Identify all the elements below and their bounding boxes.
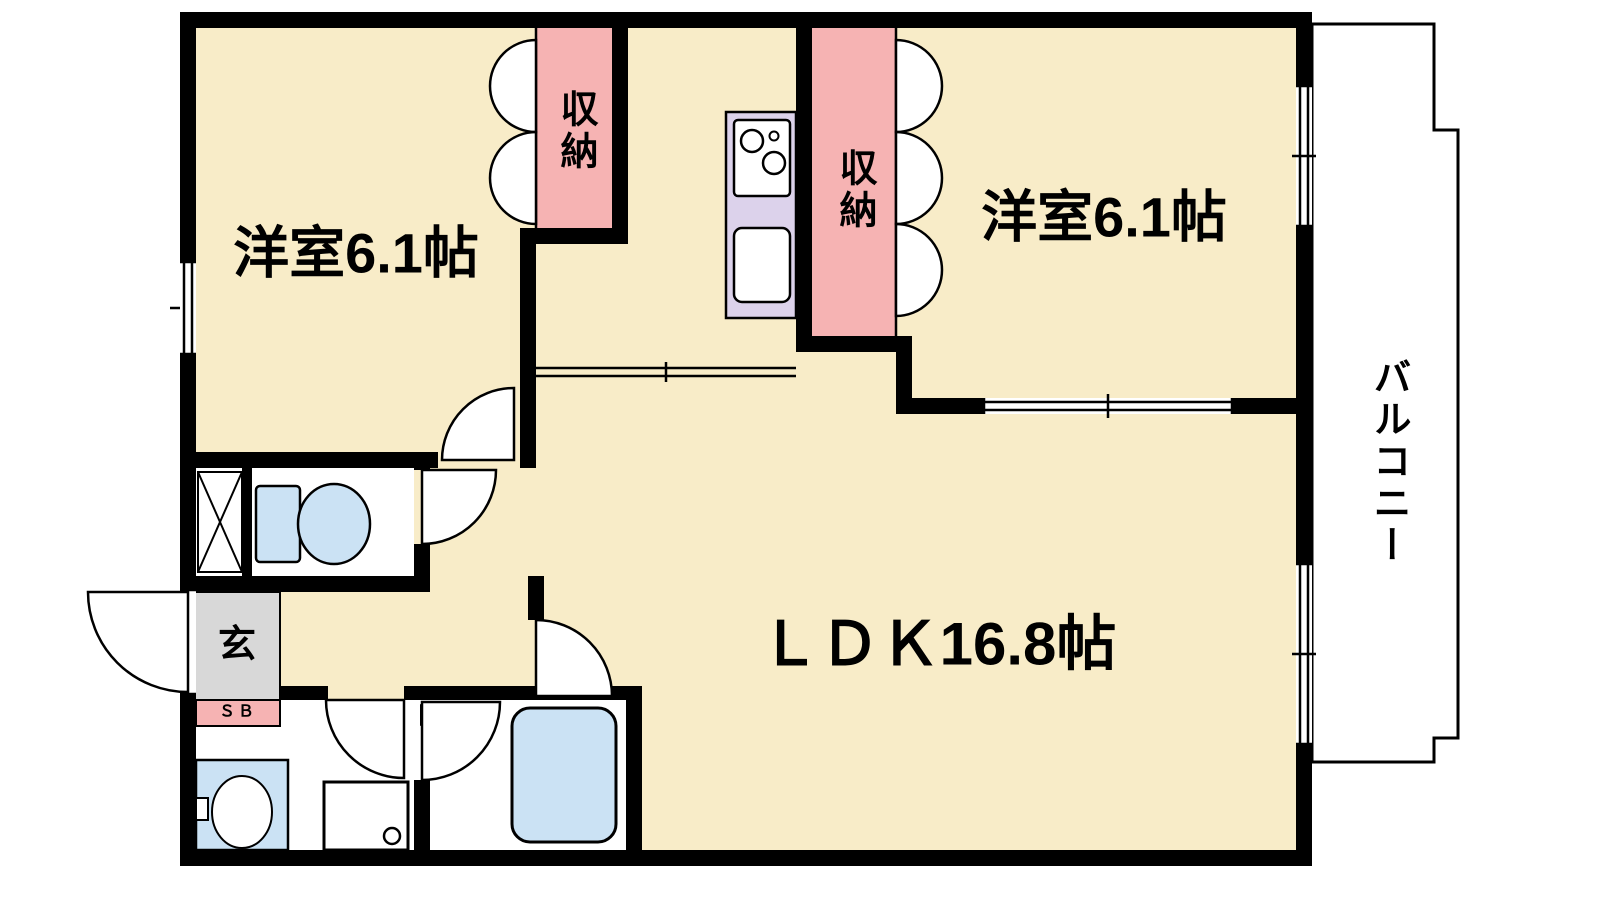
- genkan-step-line: [196, 591, 281, 700]
- wall-bath-right: [626, 686, 642, 866]
- closet-right-floor: [812, 28, 896, 336]
- closet-right-door-2: [894, 130, 944, 226]
- ldk-kitchen-boundary: [536, 362, 796, 382]
- toilet-door: [420, 468, 498, 546]
- doors: [86, 38, 944, 782]
- ldk-door: [534, 618, 614, 698]
- wall-closet-right-bottom: [796, 336, 912, 352]
- toilet-tank: [254, 484, 302, 564]
- entry-opening-caps: [180, 588, 196, 696]
- closet-left-floor: [536, 28, 612, 228]
- pipe-shaft-hatch: [197, 471, 243, 573]
- genkan-floor: [196, 592, 280, 700]
- closet-left-door-bottom: [488, 130, 538, 226]
- wall-closet-left-right: [612, 28, 628, 244]
- wall-toilet-jamb-top: [414, 452, 430, 470]
- closet-right-door-3: [894, 222, 944, 318]
- bathtub: [510, 706, 618, 844]
- wall-pipe-shaft-divider: [242, 468, 252, 576]
- wall-washroom-top-left: [280, 686, 328, 700]
- washing-machine-drain: [382, 826, 402, 846]
- closet-left-door-top: [488, 38, 538, 134]
- stove-burner-small: [768, 130, 780, 142]
- window-bedroom2: [1292, 84, 1316, 228]
- window-ldk: [1292, 562, 1316, 746]
- wall-outer-bottom: [180, 850, 1312, 866]
- washbasin-bowl: [211, 775, 273, 849]
- entry-door: [86, 590, 190, 694]
- wall-bedroom1-divider: [520, 228, 536, 468]
- toilet-bowl: [296, 482, 372, 566]
- wall-toilet-bottom: [180, 576, 430, 592]
- wall-bedroom1-bottom: [180, 452, 438, 468]
- wall-bedroom2-bottom-a: [896, 398, 984, 414]
- wall-outer-left: [180, 12, 196, 866]
- balcony-outline: [1310, 22, 1460, 764]
- stove-burner-2: [761, 150, 787, 176]
- closet-right-door-1: [894, 38, 944, 134]
- window-bedroom1-gap: [180, 262, 196, 354]
- stove-burner-1: [739, 128, 765, 154]
- washroom-door: [324, 698, 406, 780]
- wall-kitchen-closet: [796, 28, 812, 352]
- wall-outer-top: [180, 12, 1312, 28]
- wall-bedroom2-bottom-b: [1232, 398, 1296, 414]
- wall-ldk-door-jamb: [528, 576, 544, 620]
- window-bedroom1: [170, 260, 196, 356]
- bedroom1-door: [440, 386, 516, 462]
- bath-door: [420, 700, 502, 782]
- shoebox-box: [195, 699, 281, 727]
- balcony-area: [1310, 22, 1460, 764]
- washbasin-faucet: [195, 797, 209, 821]
- kitchen-sink: [732, 226, 792, 304]
- wall-closet-left-bottom: [528, 228, 628, 244]
- sliding-door-bedroom2: [982, 394, 1234, 418]
- windows: [170, 84, 1316, 746]
- wall-bath-divider: [414, 780, 430, 866]
